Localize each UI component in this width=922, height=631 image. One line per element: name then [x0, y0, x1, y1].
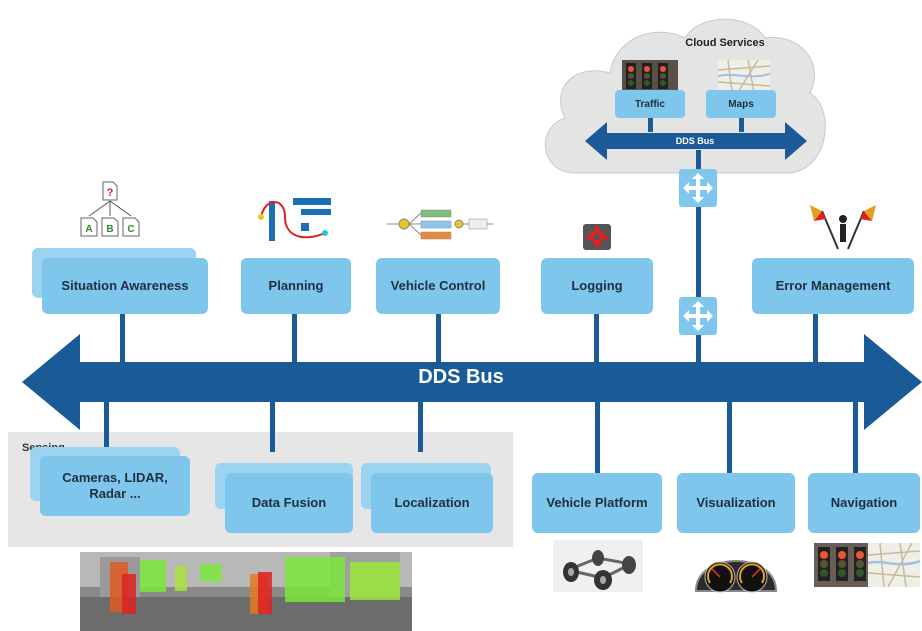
traffic-connector	[648, 118, 653, 132]
gear-icon	[583, 224, 611, 250]
question-mark: ?	[107, 187, 114, 199]
localization-module[interactable]: Localization	[371, 473, 493, 533]
navigation-map-image	[868, 543, 920, 587]
dds-bus-arrow	[22, 334, 922, 430]
visualization-connector	[727, 400, 732, 475]
planning-module[interactable]: Planning	[241, 258, 351, 314]
traffic-lights-image	[622, 60, 678, 92]
logging-connector	[594, 314, 599, 364]
control-loop-icon	[387, 209, 493, 240]
situation-awareness-connector	[120, 314, 125, 364]
visualization-module[interactable]: Visualization	[677, 473, 795, 533]
label-c: C	[127, 224, 134, 235]
data-fusion-connector	[270, 400, 275, 452]
vehicle-platform-module[interactable]: Vehicle Platform	[532, 473, 662, 533]
localization-connector	[418, 400, 423, 452]
dds-bus-label: DDS Bus	[418, 366, 504, 388]
label-b: B	[106, 224, 113, 235]
navigation-traffic-image	[814, 543, 868, 587]
data-fusion-module[interactable]: Data Fusion	[225, 473, 353, 533]
cameras-module[interactable]: Cameras, LIDAR, Radar ...	[40, 456, 190, 516]
vehicle-chassis-image	[553, 540, 643, 592]
navigation-module[interactable]: Navigation	[808, 473, 920, 533]
abc-documents-icon: ? A B C	[80, 181, 140, 237]
planning-connector	[292, 314, 297, 364]
cloud-services-title: Cloud Services	[685, 37, 765, 49]
vehicle-platform-connector	[595, 400, 600, 475]
maps-connector	[739, 118, 744, 132]
cameras-connector	[104, 400, 109, 452]
router-icon	[679, 297, 717, 335]
situation-awareness-module[interactable]: Situation Awareness	[42, 258, 208, 314]
warning-flags-icon	[810, 205, 876, 250]
dashboard-gauges-image	[692, 541, 780, 599]
error-management-module[interactable]: Error Management	[752, 258, 914, 314]
cloud-dds-bus-arrow	[585, 122, 807, 160]
vehicle-control-connector	[436, 314, 441, 364]
lidar-street-image	[80, 552, 412, 631]
navigation-connector	[853, 400, 858, 475]
path-planning-icon	[258, 198, 331, 241]
traffic-service[interactable]: Traffic	[615, 90, 685, 118]
map-image	[718, 60, 770, 92]
error-management-connector	[813, 314, 818, 364]
router-icon	[679, 169, 717, 207]
maps-service[interactable]: Maps	[706, 90, 776, 118]
cloud-bus-label: DDS Bus	[675, 136, 715, 146]
vehicle-control-module[interactable]: Vehicle Control	[376, 258, 500, 314]
logging-module[interactable]: Logging	[541, 258, 653, 314]
label-a: A	[85, 224, 92, 235]
router-connector	[696, 150, 701, 362]
